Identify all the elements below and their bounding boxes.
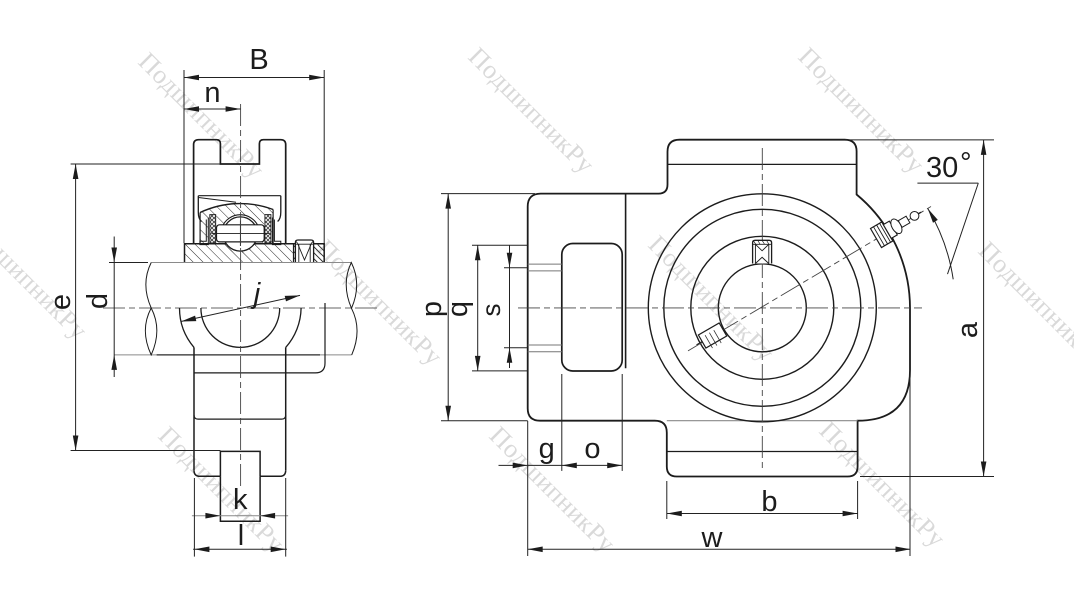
svg-text:o: o [584, 433, 600, 465]
svg-text:n: n [204, 77, 220, 109]
svg-text:d: d [82, 293, 114, 309]
svg-text:k: k [233, 484, 248, 516]
svg-text:g: g [539, 433, 555, 465]
svg-text:°: ° [960, 147, 972, 179]
svg-text:l: l [238, 520, 244, 552]
svg-text:e: e [45, 294, 77, 310]
svg-text:b: b [761, 486, 777, 518]
svg-text:w: w [701, 522, 724, 554]
svg-text:a: a [952, 321, 984, 338]
svg-text:q: q [442, 301, 474, 317]
svg-text:p: p [416, 301, 448, 317]
svg-text:B: B [249, 44, 268, 76]
svg-text:s: s [476, 304, 506, 317]
svg-text:30: 30 [926, 152, 958, 184]
